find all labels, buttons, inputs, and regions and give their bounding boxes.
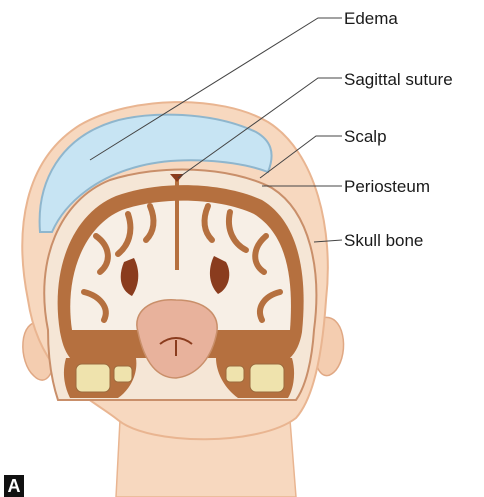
mastoid-left-small bbox=[114, 366, 132, 382]
label-skull-bone: Skull bone bbox=[344, 231, 423, 251]
label-sagittal-suture: Sagittal suture bbox=[344, 70, 453, 90]
mastoid-left bbox=[76, 364, 110, 392]
mastoid-right bbox=[250, 364, 284, 392]
label-periosteum: Periosteum bbox=[344, 177, 430, 197]
mastoid-right-small bbox=[226, 366, 244, 382]
panel-letter: A bbox=[4, 475, 24, 497]
label-scalp: Scalp bbox=[344, 127, 387, 147]
label-edema: Edema bbox=[344, 9, 398, 29]
